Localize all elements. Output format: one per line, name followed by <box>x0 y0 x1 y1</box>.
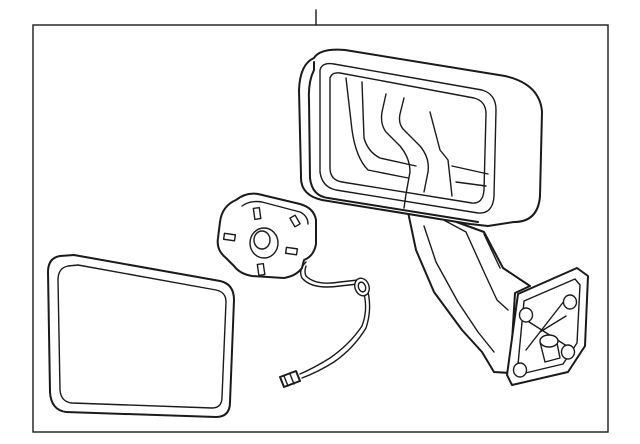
actuator-center-hub <box>249 227 279 259</box>
wiring-harness-connector <box>279 261 371 388</box>
mounting-bolt-hole <box>512 362 528 378</box>
mounting-bolt-hole <box>518 307 534 323</box>
actuator-mount-tab <box>222 232 237 242</box>
actuator-mount-tab <box>289 214 301 228</box>
mirror-glass <box>47 254 235 418</box>
diagram-frame <box>32 24 609 433</box>
mirror-housing <box>298 48 543 227</box>
actuator-mount-tab <box>252 206 262 221</box>
actuator-mount-tab <box>256 262 266 277</box>
wire-grommet <box>354 277 370 297</box>
wire-lead <box>299 293 367 375</box>
mounting-bolt-hole <box>562 294 578 310</box>
wire-lead <box>299 261 359 288</box>
mounting-base-plate <box>506 267 589 386</box>
mounting-bolt-hole <box>560 344 576 360</box>
actuator-mount-tab <box>284 246 299 256</box>
connector-plug <box>279 370 301 388</box>
actuator-motor <box>216 192 317 279</box>
mirror-assembly <box>298 48 589 386</box>
